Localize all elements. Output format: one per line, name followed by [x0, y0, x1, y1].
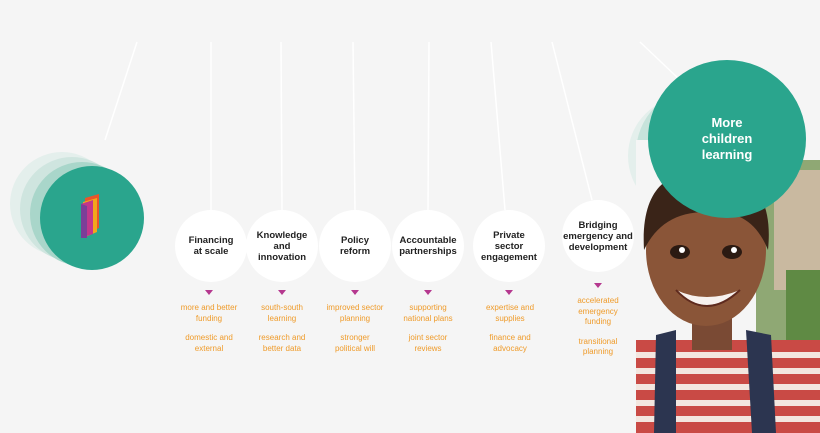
pillar-policy: Policy reform: [319, 210, 391, 282]
pillar-bridging: Bridging emergency and development: [562, 200, 634, 272]
pillar-title: Accountable partnerships: [399, 235, 457, 257]
outcome-text: supporting national plans: [403, 303, 453, 323]
outcome-text: accelerated emergency funding: [577, 296, 619, 326]
pillar-marker: [594, 283, 602, 288]
outcome-text: research and better data: [258, 333, 306, 353]
pillar-outcomes: more and better funding domestic and ext…: [175, 303, 243, 363]
pillar-marker: [278, 290, 286, 295]
book-logo-icon: [79, 193, 105, 243]
pillar-marker: [351, 290, 359, 295]
outcome-text: stronger political will: [334, 333, 375, 353]
pillar-title: Policy reform: [339, 235, 371, 257]
pillar-knowledge: Knowledge and innovation: [246, 210, 318, 282]
goal-circle: More children learning: [648, 60, 806, 218]
pillar-title: Private sector engagement: [481, 229, 537, 263]
pillar-outcomes: supporting national plans joint sector r…: [397, 303, 459, 363]
logo-circle: [40, 166, 144, 270]
outcome-text: joint sector reviews: [408, 333, 448, 353]
child-photo: [636, 140, 820, 433]
outcome-text: finance and advocacy: [489, 333, 531, 353]
outcome-text: south-south learning: [261, 303, 303, 323]
pillar-marker: [424, 290, 432, 295]
goal-label: More children learning: [701, 115, 753, 162]
pillar-title: Bridging emergency and development: [563, 219, 633, 253]
pillar-marker: [505, 290, 513, 295]
pillar-outcomes: improved sector planning stronger politi…: [320, 303, 390, 363]
pillar-outcomes: accelerated emergency funding transition…: [570, 296, 626, 367]
outcome-text: domestic and external: [185, 333, 233, 353]
pillar-accountable: Accountable partnerships: [392, 210, 464, 282]
pillar-private-sector: Private sector engagement: [473, 210, 545, 282]
pillar-outcomes: south-south learning research and better…: [252, 303, 312, 363]
outcome-text: expertise and supplies: [485, 303, 535, 323]
pillar-title: Knowledge and innovation: [256, 229, 308, 263]
pillar-marker: [205, 290, 213, 295]
outcome-text: improved sector planning: [326, 303, 384, 323]
outcome-text: more and better funding: [180, 303, 238, 323]
pillar-outcomes: expertise and supplies finance and advoc…: [479, 303, 541, 363]
pillar-title: Financing at scale: [188, 235, 234, 257]
outcome-text: transitional planning: [578, 336, 618, 357]
pillar-financing: Financing at scale: [175, 210, 247, 282]
